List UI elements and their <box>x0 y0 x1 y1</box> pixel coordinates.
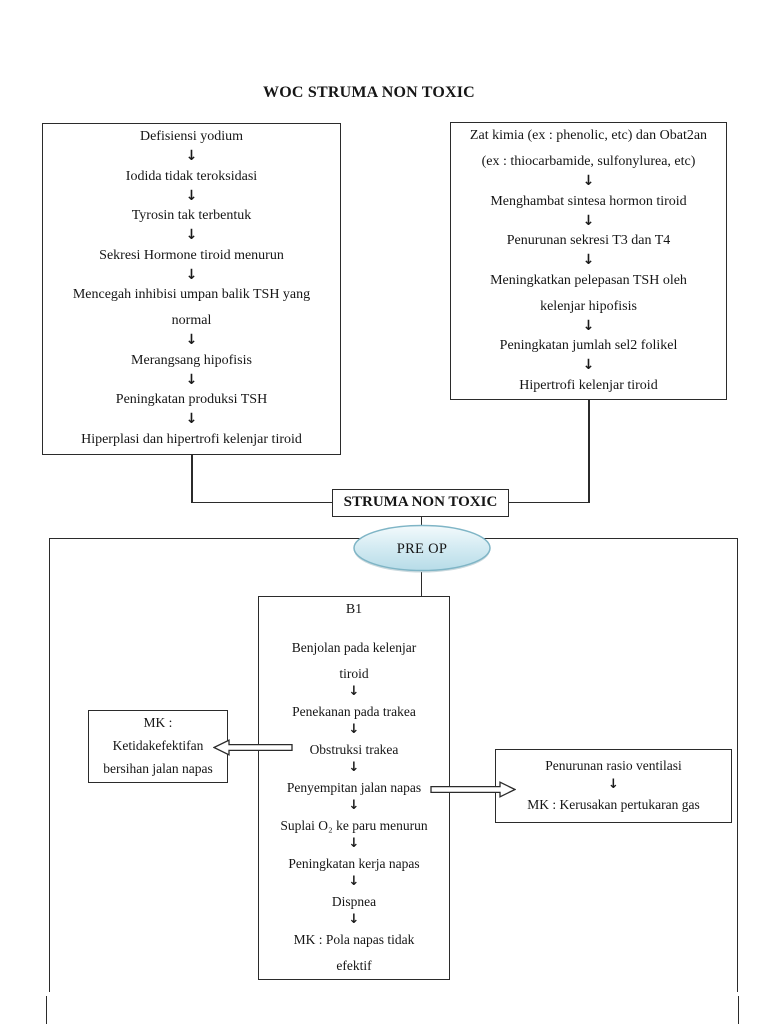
flow-step: Defisiensi yodium <box>139 129 244 144</box>
down-arrow-icon: ↓ <box>582 212 595 229</box>
connector-line <box>191 501 332 503</box>
flow-step: Menghambat sintesa hormon tiroid <box>490 193 687 209</box>
down-arrow-icon: ↓ <box>348 760 360 775</box>
flow-step: Zat kimia (ex : phenolic, etc) dan Obat2… <box>469 128 708 143</box>
connector-line <box>420 572 422 596</box>
flow-step: (ex : thiocarbamide, sulfonylurea, etc) <box>481 154 696 169</box>
down-arrow-icon: ↓ <box>582 252 595 268</box>
page-title: WOC STRUMA NON TOXIC <box>263 84 475 101</box>
connector-line <box>191 455 193 503</box>
down-arrow-icon: ↓ <box>185 332 198 348</box>
down-arrow-icon: ↓ <box>185 266 198 283</box>
b1-respiratory-pathway-box: B1 Benjolan pada kelenjar tiroid ↓ Penek… <box>258 596 450 980</box>
flow-step: tiroid <box>339 666 369 681</box>
down-arrow-icon: ↓ <box>348 836 360 851</box>
down-arrow-icon: ↓ <box>348 798 360 813</box>
flow-step: Iodida tidak teroksidasi <box>125 168 258 184</box>
down-arrow-icon: ↓ <box>348 874 360 889</box>
mk-line: MK : <box>143 715 173 730</box>
flow-step: Obstruksi trakea <box>309 742 399 757</box>
connector-line <box>588 400 590 503</box>
mk-line: bersihan jalan napas <box>103 761 213 776</box>
pre-op-label: PRE OP <box>396 540 448 557</box>
flow-step: Peningkatan produksi TSH <box>115 392 268 407</box>
down-arrow-icon: ↓ <box>348 684 360 699</box>
down-arrow-icon: ↓ <box>185 371 198 388</box>
down-arrow-icon: ↓ <box>582 173 595 189</box>
next-page-box-left-edge <box>45 996 47 1024</box>
down-arrow-icon: ↓ <box>582 357 595 373</box>
flow-step: Mencegah inhibisi umpan balik TSH yang <box>72 287 311 302</box>
down-arrow-icon: ↓ <box>185 411 198 427</box>
hollow-arrow-right-icon <box>430 781 516 798</box>
down-arrow-icon: ↓ <box>185 187 198 204</box>
down-arrow-icon: ↓ <box>348 912 360 927</box>
down-arrow-icon: ↓ <box>185 148 198 164</box>
iodine-deficiency-pathway-box: Defisiensi yodium ↓ Iodida tidak teroksi… <box>42 123 341 455</box>
flow-step: Dispnea <box>331 894 377 909</box>
pre-op-ellipse <box>353 524 491 573</box>
flow-step: MK : Pola napas tidak <box>293 932 415 947</box>
flow-step: Peningkatan jumlah sel2 folikel <box>499 338 678 353</box>
flow-step: Penurunan sekresi T3 dan T4 <box>506 233 671 248</box>
down-arrow-icon: ↓ <box>185 227 198 243</box>
down-arrow-icon: ↓ <box>348 722 360 737</box>
flow-step: efektif <box>336 958 372 973</box>
flow-step: Meningkatkan pelepasan TSH oleh <box>490 272 687 288</box>
flow-step: Tyrosin tak terbentuk <box>131 208 252 223</box>
hollow-arrow-left-icon <box>213 739 293 756</box>
flow-step: Penekanan pada trakea <box>292 704 416 719</box>
mk-airway-clearance-box: MK : Ketidakefektifan bersihan jalan nap… <box>88 710 228 783</box>
flow-step: Sekresi Hormone tiroid menurun <box>99 247 284 263</box>
flow-step: Peningkatan kerja napas <box>288 856 420 871</box>
down-arrow-icon: ↓ <box>582 317 595 334</box>
connector-line <box>509 501 590 503</box>
mk-gas-exchange-box: Penurunan rasio ventilasi ↓ MK : Kerusak… <box>495 749 732 823</box>
flow-step: Benjolan pada kelenjar <box>291 640 417 655</box>
flow-step: Hiperplasi dan hipertrofi kelenjar tiroi… <box>81 431 302 447</box>
mk-line: Penurunan rasio ventilasi <box>545 758 682 773</box>
flow-step: Penyempitan jalan napas <box>286 780 422 795</box>
flow-step: normal <box>171 313 212 328</box>
b1-label: B1 <box>345 602 363 617</box>
down-arrow-icon: ↓ <box>608 777 619 792</box>
chemical-drug-pathway-box: Zat kimia (ex : phenolic, etc) dan Obat2… <box>450 122 727 400</box>
flow-step: Suplai O₂ ke paru menurun <box>280 818 428 833</box>
mk-line: Ketidakefektifan <box>112 738 204 753</box>
connector-line <box>420 517 422 525</box>
struma-non-toxic-box: STRUMA NON TOXIC <box>332 489 509 517</box>
mk-line: MK : Kerusakan pertukaran gas <box>527 797 700 812</box>
flow-step: Merangsang hipofisis <box>131 352 252 368</box>
next-page-box-right-edge <box>737 996 739 1024</box>
flow-step: kelenjar hipofisis <box>540 298 637 314</box>
flow-step: Hipertrofi kelenjar tiroid <box>519 377 658 393</box>
